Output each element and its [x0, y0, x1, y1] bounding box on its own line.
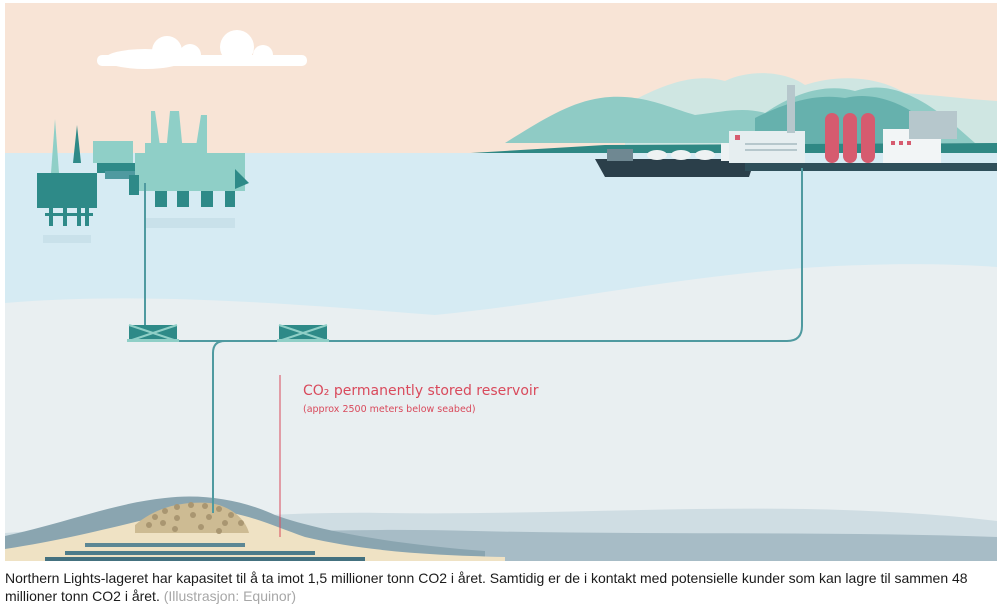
rock-layers [5, 496, 997, 561]
cloud [97, 30, 307, 69]
caption-credit: (Illustrasjon: Equinor) [163, 588, 297, 604]
pipelines [144, 168, 803, 513]
reservoir-label: CO₂ permanently stored reservoir [303, 383, 539, 399]
subsea-template-right [277, 324, 329, 342]
caption-text: Northern Lights-lageret har kapasitet ti… [5, 570, 968, 604]
seabed [5, 264, 997, 561]
offshore-platform-left [37, 119, 151, 243]
offshore-platform-right [129, 111, 249, 228]
subsea-template-left [127, 324, 179, 342]
image-caption: Northern Lights-lageret har kapasitet ti… [5, 569, 990, 605]
onshore-terminal [729, 85, 997, 171]
northern-lights-illustration: CO₂ permanently stored reservoir (approx… [5, 3, 997, 561]
reservoir-depth-label: (approx 2500 meters below seabed) [303, 404, 476, 415]
